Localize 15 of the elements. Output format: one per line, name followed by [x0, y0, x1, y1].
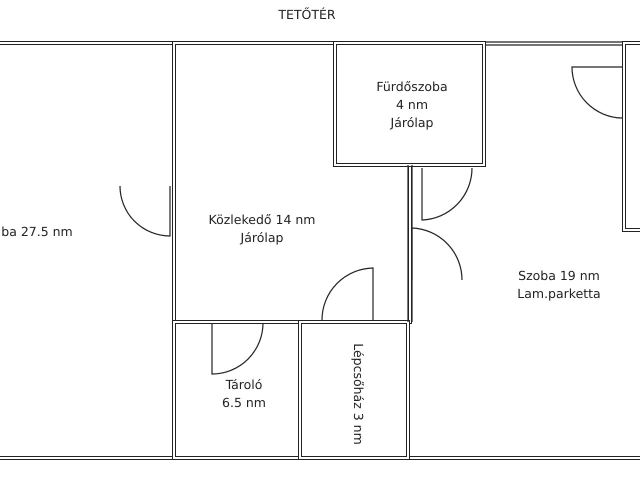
room-label: Tároló [224, 376, 264, 394]
room [333, 41, 486, 167]
room-label: Lépcsőház 3 nm [350, 343, 367, 445]
room [622, 41, 640, 232]
room-label: Közlekedő 14 nm [208, 211, 316, 229]
floor-label: TETŐTÉR [278, 6, 336, 24]
room-label: Járólap [388, 114, 434, 132]
room-label: Szoba 19 nm [517, 267, 601, 285]
room [298, 320, 410, 460]
room-label: Lam.parketta [517, 285, 601, 303]
room-label: 6.5 nm [222, 394, 266, 412]
room-label: Fürdőszoba [376, 78, 448, 96]
room-label: Járólap [238, 229, 284, 247]
room-label: ba 27.5 nm [1, 223, 73, 241]
room-label: 4 nm [394, 96, 430, 114]
